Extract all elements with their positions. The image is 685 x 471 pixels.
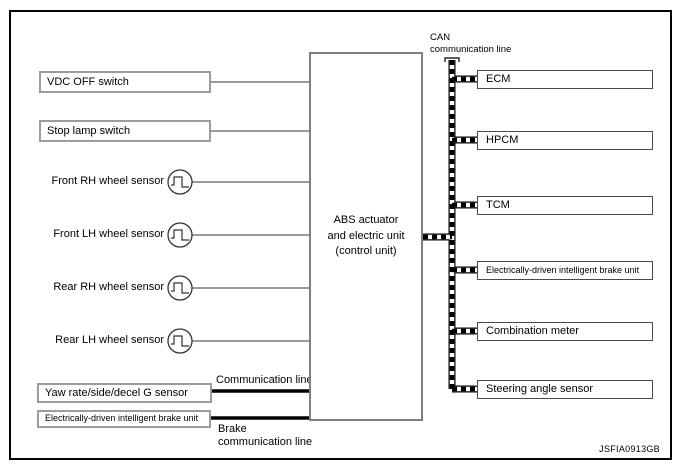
diagram-frame — [9, 10, 672, 460]
can-node-box-combination-meter: Combination meter — [477, 322, 653, 341]
intelligent-brake-unit-input-label: Electrically-driven intelligent brake un… — [45, 413, 199, 424]
communication-line-label: Communication line — [216, 374, 313, 388]
can-bus-start-marker — [444, 57, 460, 62]
can-node-box-steering-angle-sensor: Steering angle sensor — [477, 380, 653, 399]
pulse-wave-icon — [167, 169, 193, 195]
hpcm-label: HPCM — [486, 134, 519, 147]
can-node-box-tcm: TCM — [477, 196, 653, 215]
yaw-rate-sensor-label: Yaw rate/side/decel G sensor — [45, 386, 188, 399]
intelligent-brake-unit-node-label: Electrically-driven intelligent brake un… — [486, 264, 640, 275]
vdc-off-switch-label: VDC OFF switch — [47, 75, 129, 88]
ecm-label: ECM — [486, 73, 511, 86]
steering-angle-sensor-label: Steering angle sensor — [486, 383, 594, 396]
front-rh-wheel-sensor-label: Front RH wheel sensor — [51, 175, 165, 187]
yaw-rate-sensor-box: Yaw rate/side/decel G sensor — [37, 383, 212, 403]
pulse-wave-icon — [167, 275, 193, 301]
vdc-off-switch-box: VDC OFF switch — [39, 71, 211, 93]
can-node-box-hpcm: HPCM — [477, 131, 653, 150]
can-communication-line-label: CAN communication line — [430, 32, 512, 55]
stop-lamp-switch-label: Stop lamp switch — [47, 124, 131, 137]
signal-lines — [192, 81, 311, 342]
abs-control-unit-box: ABS actuator and electric unit (control … — [309, 52, 423, 421]
combination-meter-label: Combination meter — [486, 325, 579, 338]
pulse-wave-icon — [167, 328, 193, 354]
stop-lamp-switch-box: Stop lamp switch — [39, 120, 211, 142]
abs-control-unit-label: ABS actuator and electric unit (control … — [327, 213, 405, 258]
tcm-label: TCM — [486, 199, 510, 212]
can-node-box-intelligent-brake-unit: Electrically-driven intelligent brake un… — [477, 261, 653, 280]
pulse-wave-icons — [167, 169, 193, 354]
rear-rh-wheel-sensor-label: Rear RH wheel sensor — [53, 281, 164, 293]
pulse-wave-icon — [167, 222, 193, 248]
figure-code: JSFIA0913GB — [599, 444, 660, 454]
can-node-box-ecm: ECM — [477, 70, 653, 89]
rear-lh-wheel-sensor-label: Rear LH wheel sensor — [55, 334, 164, 346]
intelligent-brake-unit-input-box: Electrically-driven intelligent brake un… — [37, 410, 211, 428]
brake-communication-line-label: Brake communication line — [218, 423, 313, 449]
can-bus-line — [423, 57, 477, 393]
communication-lines — [211, 389, 311, 420]
front-lh-wheel-sensor-label: Front LH wheel sensor — [53, 228, 164, 240]
